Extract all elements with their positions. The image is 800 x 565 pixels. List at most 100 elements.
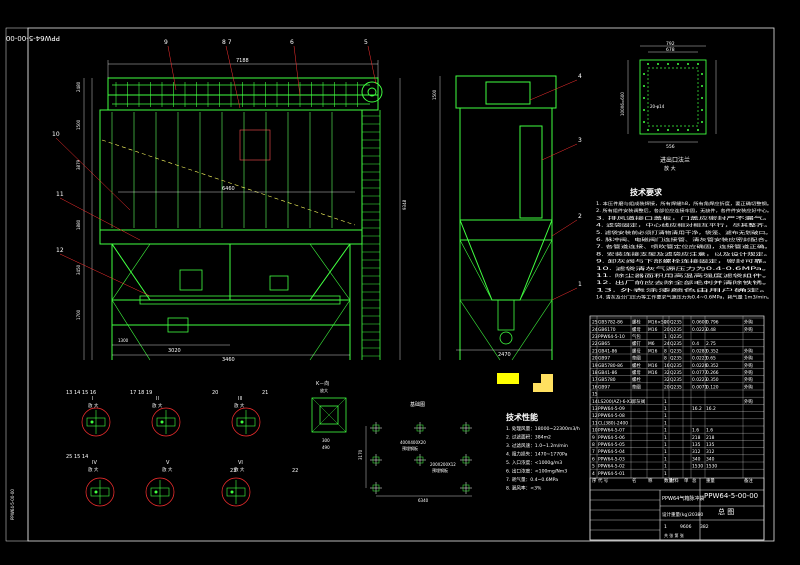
- bom-cell: 垫圈: [632, 355, 641, 362]
- tech-requirements-title: 技术要求: [630, 187, 663, 197]
- title-block-drawing-number: PPW64-5-00-00: [704, 492, 758, 500]
- bom-cell: 0.796: [706, 320, 719, 326]
- performance-specs: 技术性能 1. 处理风量：18000~22300m3/h2. 过滤面积：384m…: [506, 412, 580, 492]
- detail-numbers: 17 18 19: [130, 390, 152, 396]
- bom-cell: GB5782-86: [598, 320, 623, 326]
- bom-cell: 1: [664, 464, 667, 470]
- bom-cell: 外购: [744, 376, 753, 383]
- bom-cell: PPW64-5-07: [598, 428, 625, 434]
- bom-cell: 外购: [744, 362, 753, 369]
- foundation-label-a: 400X400X20: [400, 440, 426, 445]
- front-dim-vertical: 1880: [76, 219, 81, 230]
- flange-view: 792 678 556 20-φ14 100X6=600 进出口法兰 放 大: [620, 41, 717, 172]
- front-dim-vertical: 2480: [76, 81, 81, 92]
- bom-cell: 20: [592, 356, 598, 362]
- bom-cell: 气包: [632, 333, 641, 340]
- detail-label: III: [238, 396, 242, 402]
- bom-cell: 9: [592, 435, 595, 441]
- bom-cell: 0.0226: [692, 363, 708, 369]
- bom-cell: 螺母: [632, 326, 641, 333]
- front-view: 7188 6460 3460 3020 1300 9348 2480150038…: [52, 39, 407, 363]
- bom-header-cell: 名: [632, 477, 636, 484]
- bom-cell: 1: [664, 420, 667, 426]
- bom-cell: 12: [592, 413, 598, 419]
- bom-cell: 16.2: [706, 406, 716, 412]
- bom-header-cell: 数量: [664, 477, 673, 484]
- tech-requirement-item: 3. 排风道接口盖板，门盖应密封严不漏气。: [596, 214, 772, 221]
- bom-cell: M16: [648, 363, 658, 369]
- detail-label: II: [156, 396, 159, 402]
- detail-label: I: [92, 396, 93, 402]
- bom-cell: Q235: [670, 356, 682, 362]
- tech-requirement-item: 10. 滤袋清灰气源压力为0.4-0.6MPa。: [596, 265, 772, 272]
- front-callout: 9: [164, 39, 168, 46]
- front-callout: 12: [56, 247, 64, 254]
- side-callout: 3: [578, 137, 582, 144]
- bom-cell: 25: [592, 320, 598, 326]
- bom-cell: 14: [592, 399, 598, 405]
- bom-cell: Q235: [670, 370, 682, 376]
- bom-cell: PPW64-5-05: [598, 442, 625, 448]
- bom-cell: CL(380)-2400: [598, 420, 628, 426]
- detail-sublabel: 放 大: [88, 402, 99, 409]
- bom-cell: 0.48: [706, 327, 716, 333]
- bom-cell: 0.0223: [692, 356, 708, 362]
- detail-sublabel: 放 大: [162, 466, 173, 473]
- bom-cell: 1: [664, 442, 667, 448]
- tech-requirement-item: 2. 所有组件安装调整后，各部位应连接牢固，无缺件，各件件安装应好中心。: [596, 207, 772, 214]
- front-dim-left: 1300: [118, 338, 129, 343]
- title-block-scale-value: 1: [664, 524, 667, 530]
- corner-drawing-code: PPW64-5-00-00: [6, 34, 60, 42]
- bom-cell: 1: [664, 334, 667, 340]
- bom-cell: 0.0283: [692, 348, 708, 354]
- title-block-mass-value: 9606: [680, 524, 692, 530]
- k-view-sub: 放大: [320, 387, 328, 393]
- side-dim-bottom: 2470: [498, 352, 511, 358]
- tech-requirement-item: 9. 卸灰阀与下部螺栓连接固定，密封可靠。: [596, 258, 772, 265]
- bom-cell: LS200(AZ)-6-X3: [598, 399, 633, 405]
- performance-title: 技术性能: [506, 412, 538, 422]
- bom-cell: 24: [664, 341, 670, 347]
- bom-cell: Q235: [670, 377, 682, 383]
- bom-cell: 0.350: [706, 377, 719, 383]
- flange-label: 进出口法兰: [660, 156, 690, 164]
- bom-header-cell: 总: [692, 477, 697, 484]
- bom-cell: 1: [664, 449, 667, 455]
- bom-header-cell: 重量: [706, 477, 715, 484]
- tech-requirement-item: 5. 滤袋安装前必须打清物清用干净，袋笼、滤布无划破口。: [596, 229, 772, 236]
- bom-cell: 外购: [744, 398, 753, 405]
- bom-cell: 5: [592, 464, 595, 470]
- bom-cell: 螺母: [632, 347, 641, 354]
- front-dim-right: 9348: [402, 199, 407, 210]
- bom-header-cell: 单: [684, 477, 689, 484]
- tech-requirement-item: 4. 滤袋固定，中心线应相对相互平行，尽其整齐。: [596, 222, 772, 229]
- bom-cell: M16: [648, 370, 658, 376]
- bom-cell: PPW64-5-04: [598, 449, 625, 455]
- performance-item: 8. 漏风率：<3%: [506, 485, 542, 492]
- bom-cell: GB41-86: [598, 370, 617, 376]
- bom-header-cell: 称: [648, 477, 653, 484]
- bom-cell: 1.6: [692, 428, 699, 434]
- bom-cell: 外购: [744, 369, 753, 376]
- bom-cell: 18: [592, 370, 598, 376]
- performance-item: 5. 入口浓度：<1000g/m3: [506, 459, 562, 466]
- bom-cell: PPW64-5-01: [598, 471, 625, 477]
- bom-cell: 23: [592, 334, 598, 340]
- bom-cell: 340: [706, 456, 715, 462]
- bom-cell: 1: [664, 406, 667, 412]
- front-dim-bottom2: 3020: [168, 348, 181, 354]
- bom-cell: 15: [592, 392, 598, 398]
- bom-cell: 1: [664, 428, 667, 434]
- detail-label: VI: [238, 460, 243, 466]
- title-block-company: PPW64气箱脉冲袋: [662, 495, 704, 502]
- tech-requirement-item: 12. 出厂前应去除全部毛刺并清除铁锈。: [596, 279, 772, 286]
- front-callout: 6: [290, 39, 294, 46]
- title-block-sheet-name: 总 图: [718, 507, 734, 516]
- bom-cell: 卸灰阀: [632, 398, 645, 405]
- detail-numbers: 21: [262, 390, 268, 396]
- bom-cell: 2.75: [706, 341, 716, 347]
- bom-cell: 312: [692, 449, 701, 455]
- bom-cell: 螺母: [632, 369, 641, 376]
- bom-cell: 10: [592, 428, 598, 434]
- sheet-border: [5, 27, 775, 542]
